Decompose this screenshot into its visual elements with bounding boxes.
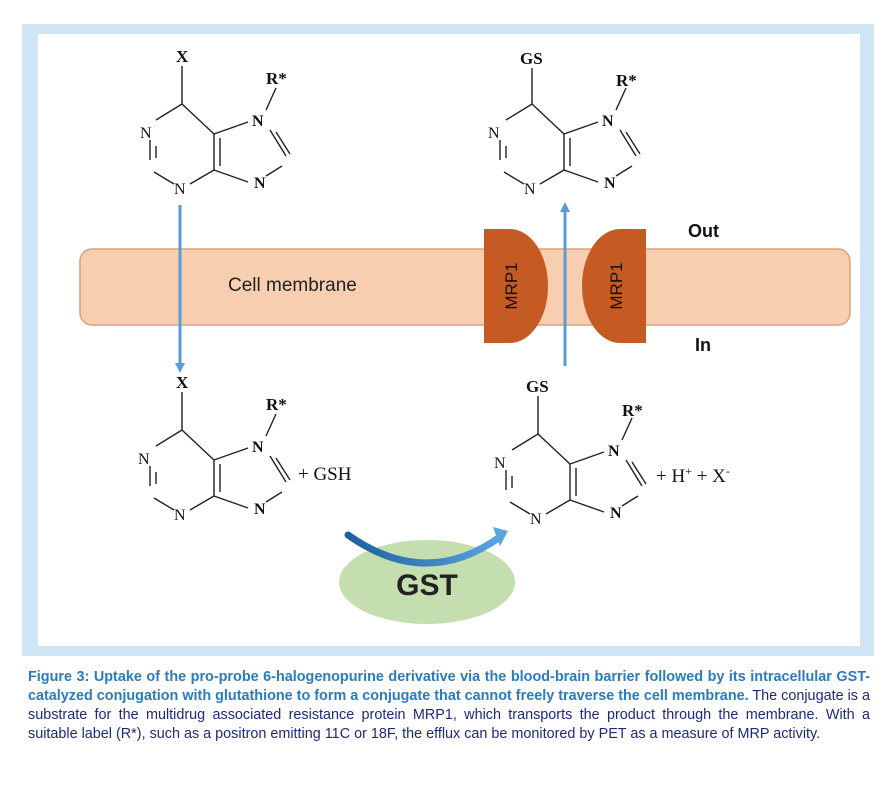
gst-enzyme [339, 540, 515, 624]
molecule-bottom-right: GS R* N N N N + H+ + X- [494, 377, 730, 528]
reagent-label: + GSH [298, 464, 352, 485]
mrp1-label-left: MRP1 [502, 262, 521, 309]
figure-caption: Figure 3: Uptake of the pro-probe 6-halo… [28, 668, 870, 744]
substituent-label: GS [526, 377, 549, 396]
molecule-top-left: X R* N N N N [140, 47, 291, 198]
caption-text: The conjugate is a substrate for the mul… [28, 688, 870, 742]
substituent-label: X [176, 47, 189, 66]
substituent-label: GS [520, 49, 543, 68]
mrp1-transporter-right [582, 229, 646, 343]
n-label: N [138, 451, 150, 468]
gst-reaction-arrowhead [493, 527, 508, 546]
r-group-label: R* [622, 401, 643, 420]
n-label: N [140, 125, 152, 142]
n-label: N [524, 181, 536, 198]
n-label: N [494, 455, 506, 472]
n-label: N [602, 113, 614, 130]
r-group-label: R* [266, 395, 287, 414]
n-label: N [252, 439, 264, 456]
n-label: N [254, 501, 266, 518]
out-label: Out [688, 221, 719, 241]
gst-label: GST [396, 569, 458, 602]
mrp1-label-right: MRP1 [607, 262, 626, 309]
in-label: In [695, 335, 711, 355]
mrp1-transporter-left [484, 229, 548, 343]
cell-membrane [79, 248, 851, 326]
diagram: Cell membrane MRP1 MRP1 Out In GST [79, 47, 851, 624]
products-label: + H+ + X- [656, 464, 730, 487]
r-group-label: R* [616, 71, 637, 90]
n-label: N [610, 505, 622, 522]
molecule-top-right: GS R* N N N N [488, 49, 641, 198]
n-label: N [530, 511, 542, 528]
caption-title: Figure 3: Uptake of the pro-probe 6-halo… [28, 669, 870, 704]
n-label: N [252, 113, 264, 130]
n-label: N [488, 125, 500, 142]
n-label: N [174, 507, 186, 524]
n-label: N [604, 175, 616, 192]
r-group-label: R* [266, 69, 287, 88]
molecule-bottom-left: X R* N N N N + GSH [138, 373, 352, 524]
substituent-label: X [176, 373, 189, 392]
n-label: N [254, 175, 266, 192]
gst-reaction-arrow [344, 531, 504, 567]
n-label: N [174, 181, 186, 198]
n-label: N [608, 443, 620, 460]
membrane-label: Cell membrane [228, 275, 357, 296]
